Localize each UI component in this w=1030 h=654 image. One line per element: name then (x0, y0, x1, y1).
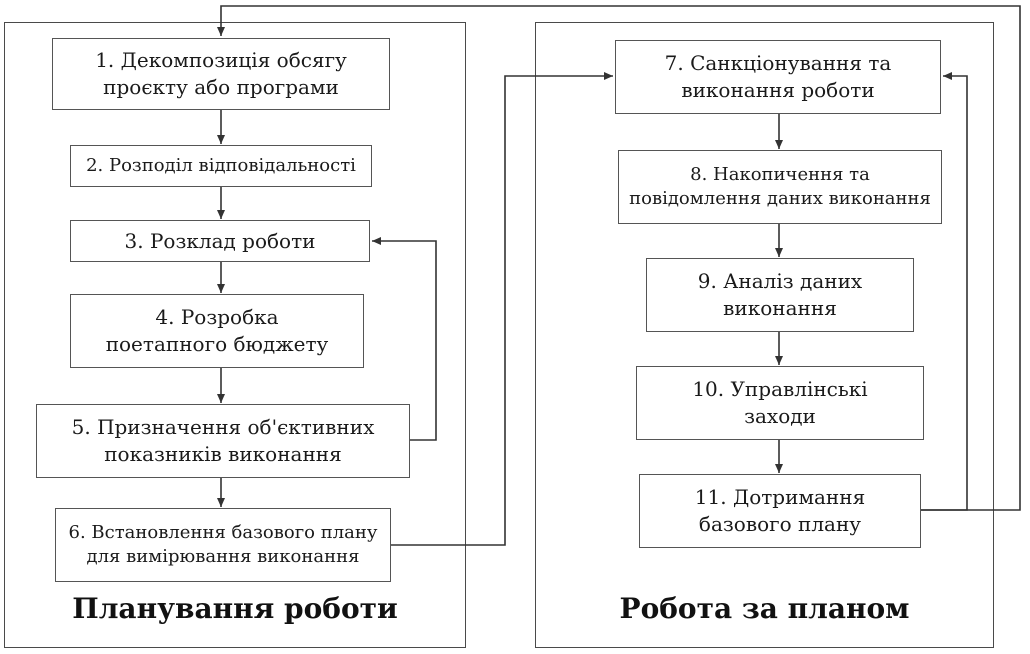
step-4-box: 4. Розробка поетапного бюджету (70, 294, 364, 368)
arrow-6-to-7 (391, 72, 613, 546)
step-1-line1: 1. Декомпозиція обсягу (95, 48, 347, 72)
feedback-11-to-1 (217, 5, 1021, 511)
step-5-line2: показників виконання (104, 442, 342, 466)
step-10-line2: заходи (744, 404, 816, 428)
step-9-line1: 9. Аналіз даних (697, 269, 863, 293)
step-11-box: 11. Дотримання базового плану (639, 474, 921, 548)
step-3-box: 3. Розклад роботи (70, 220, 370, 262)
step-2-box: 2. Розподіл відповідальності (70, 145, 372, 187)
step-5-box: 5. Призначення об'єктивних показників вик… (36, 404, 410, 478)
feedback-11-to-7 (921, 72, 968, 511)
step-9-box: 9. Аналіз даних виконання (646, 258, 914, 332)
step-9-line2: виконання (723, 296, 837, 320)
step-7-line1: 7. Санкціонування та (664, 51, 892, 75)
step-4-line2: поетапного бюджету (105, 332, 329, 356)
step-4-line1: 4. Розробка (155, 305, 279, 329)
step-6-line1: 6. Встановлення базового плану (68, 521, 378, 543)
step-6-box: 6. Встановлення базового плану для вимірю… (55, 508, 391, 582)
step-8-line1: 8. Накопичення та (690, 163, 870, 185)
step-11-line1: 11. Дотримання (694, 485, 866, 509)
step-1-box: 1. Декомпозиція обсягу проєкту або програ… (52, 38, 390, 110)
execution-title: Робота за планом (619, 592, 910, 625)
step-11-line2: базового плану (698, 512, 862, 536)
step-3-line1: 3. Розклад роботи (124, 228, 316, 253)
step-2-line1: 2. Розподіл відповідальності (86, 154, 356, 176)
step-8-line2: повідомлення даних виконання (629, 188, 931, 209)
step-7-line2: виконання роботи (681, 78, 875, 102)
step-10-line1: 10. Управлінські (692, 377, 868, 401)
feedback-5-to-3 (372, 237, 437, 441)
step-7-box: 7. Санкціонування та виконання роботи (615, 40, 941, 114)
step-6-line2: для вимірювання виконання (86, 546, 360, 567)
step-8-box: 8. Накопичення та повідомлення даних вико… (618, 150, 942, 224)
planning-title: Планування роботи (72, 592, 398, 625)
step-10-box: 10. Управлінські заходи (636, 366, 924, 440)
step-5-line1: 5. Призначення об'єктивних (71, 415, 375, 439)
step-1-line2: проєкту або програми (103, 75, 339, 99)
